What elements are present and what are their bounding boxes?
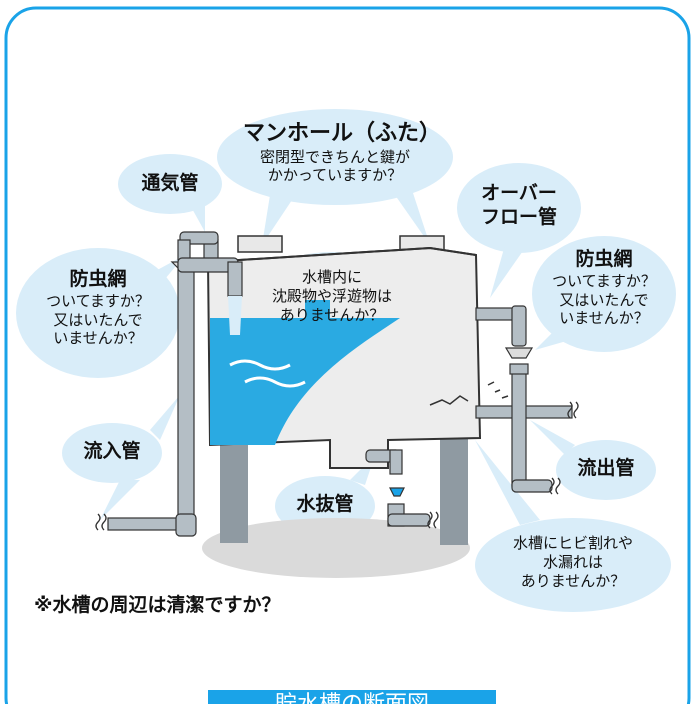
label-overflow: オーバー フロー管: [480, 182, 557, 228]
bubble-insect-left: [16, 248, 180, 378]
bubble-manhole-tail-right: [395, 190, 430, 245]
inflow-stream: [228, 296, 242, 335]
bubble-manhole: [217, 109, 453, 205]
label-crack: 水槽にヒビ割れや 水漏れは ありませんか？: [512, 534, 633, 590]
tank-leg-left: [220, 435, 248, 543]
outflow-pipe: [475, 363, 573, 493]
label-outflow: 流出管: [577, 457, 635, 479]
label-tank-inside: 水槽内に 沈殿物や浮遊物は ありませんか？: [271, 268, 392, 324]
inflow-pipe: [107, 257, 243, 537]
label-insect-left: 防虫網 ついてますか？ 又はいたんで いませんか？: [46, 268, 150, 348]
water-wave-2: [244, 376, 306, 388]
bubble-insect-right: [532, 236, 676, 352]
manhole-line-1: 密閉型できちんと鍵が: [259, 147, 410, 166]
bubble-vent: [118, 154, 222, 214]
bubble-outflow: [556, 440, 656, 500]
manhole-title: マンホール（ふた）: [243, 121, 442, 146]
manhole-line-2: かかっていますか？: [267, 166, 403, 185]
surroundings-note: ※水槽の周辺は清潔ですか？: [34, 594, 281, 616]
drain-pipe: [365, 449, 431, 527]
diagram-title: 貯水槽の断面図: [208, 690, 496, 704]
bubbles: [16, 109, 676, 612]
bubble-crack: [475, 518, 671, 612]
bubble-inflow: [62, 423, 162, 483]
overflow-pipe: [475, 305, 534, 359]
ground-shadow: [202, 518, 470, 578]
tank-crack: [429, 395, 469, 406]
water-wave-1: [229, 359, 291, 371]
label-manhole: マンホール（ふた） 密閉型できちんと鍵が かかっていますか？: [243, 120, 442, 185]
pipe-breaks: [95, 401, 579, 531]
label-insect-right: 防虫網 ついてますか？ 又はいたんで いませんか？: [552, 248, 656, 328]
bubble-manhole-tail-left: [262, 195, 292, 245]
label-drain: 水抜管: [296, 493, 354, 515]
label-inflow: 流入管: [83, 440, 141, 462]
manhole-box-left: [237, 235, 283, 253]
tank-water: [210, 300, 400, 445]
label-vent: 通気管: [141, 172, 199, 194]
tank-leg-right: [440, 435, 468, 545]
bubble-overflow: [457, 163, 581, 253]
leak-drops: [487, 381, 509, 399]
